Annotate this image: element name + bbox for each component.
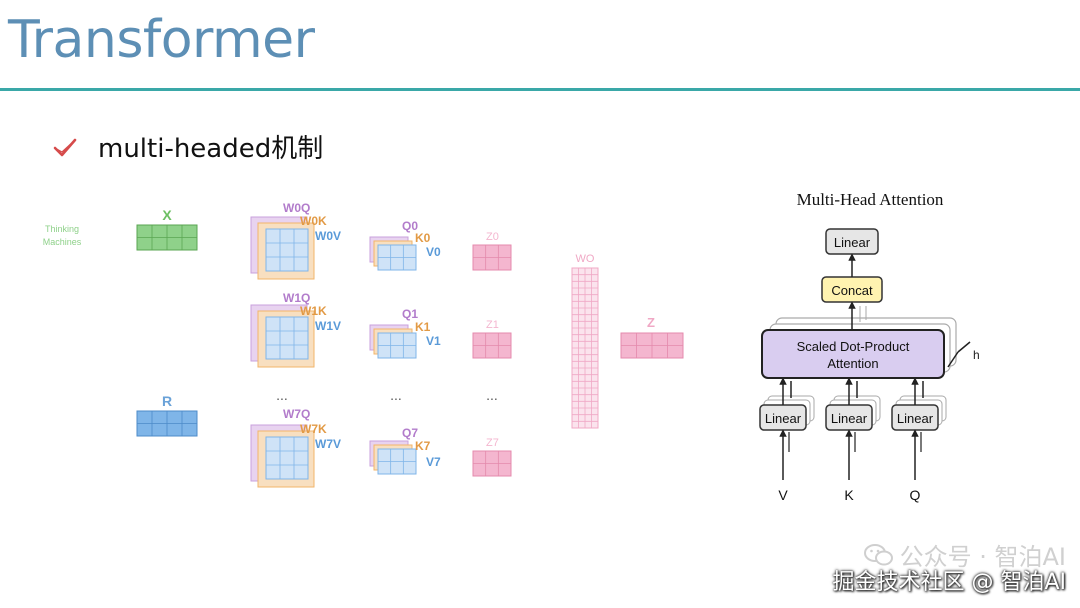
k0-label: K0	[415, 231, 431, 245]
multihead-matrix-diagram: Thinking Machines X R W0Q W0K W0V Q0 K0 …	[43, 201, 684, 488]
w1q-label: W1Q	[283, 291, 310, 305]
z-matrix	[620, 332, 684, 359]
sdpa-label-line1: Scaled Dot-Product	[797, 339, 910, 354]
z-label: Z	[647, 315, 655, 330]
multihead-attention-diagram: Multi-Head Attention Linear Concat Scale…	[759, 190, 980, 503]
z1-matrix	[472, 332, 512, 359]
qkv-stack-1	[369, 324, 417, 359]
w1k-label: W1K	[300, 304, 327, 318]
ellipsis-qkv: ...	[390, 387, 402, 403]
z7-matrix	[472, 450, 512, 477]
concat-label: Concat	[831, 283, 873, 298]
z0-label: Z0	[486, 231, 499, 243]
k7-label: K7	[415, 439, 431, 453]
linear-k-label: Linear	[831, 411, 868, 426]
check-icon	[53, 138, 77, 156]
r-matrix	[136, 410, 198, 437]
slide-title: Transformer	[8, 10, 315, 70]
head-7: W7Q W7K W7V Q7 K7 V7 Z7	[250, 407, 512, 488]
wo-matrix	[571, 267, 599, 429]
z1-label: Z1	[486, 319, 499, 331]
linear-stack-v: Linear	[759, 395, 815, 431]
z0-matrix	[472, 244, 512, 271]
watermark-line2: 掘金技术社区 @ 智泊AI	[832, 570, 1066, 595]
v0-label: V0	[426, 245, 441, 259]
x-matrix	[136, 224, 198, 251]
linear-v-label: Linear	[765, 411, 802, 426]
x-matrix-label: X	[162, 207, 172, 223]
input-label-thinking: Thinking	[45, 224, 79, 234]
w1v-label: W1V	[315, 319, 341, 333]
ellipsis-weights: ...	[276, 387, 288, 403]
linear-top-label: Linear	[834, 235, 871, 250]
watermark: 公众号 · 智泊AI 掘金技术社区 @ 智泊AI	[832, 537, 1066, 596]
weight-stack-7	[250, 424, 315, 488]
r-matrix-label: R	[162, 393, 172, 409]
title-divider	[0, 88, 1080, 91]
linear-stack-k: Linear	[825, 395, 881, 431]
qkv-stack-7	[369, 440, 417, 475]
weight-stack-0	[250, 216, 315, 280]
input-q: Q	[910, 487, 921, 503]
linear-q-label: Linear	[897, 411, 934, 426]
q1-label: Q1	[402, 307, 418, 321]
bullet-item: multi-headed机制	[52, 128, 323, 165]
w0q-label: W0Q	[283, 201, 310, 215]
input-v: V	[778, 487, 788, 503]
q7-label: Q7	[402, 426, 418, 440]
input-label-machines: Machines	[43, 237, 82, 247]
input-k: K	[844, 487, 854, 503]
wo-label: WO	[576, 253, 595, 265]
w7k-label: W7K	[300, 422, 327, 436]
linear-stack-q: Linear	[891, 395, 947, 431]
w7v-label: W7V	[315, 437, 341, 451]
sdpa-box	[761, 329, 945, 379]
v1-label: V1	[426, 334, 441, 348]
weight-stack-1	[250, 304, 315, 368]
watermark-line1: 公众号 · 智泊AI	[899, 543, 1066, 571]
bullet-text: multi-headed机制	[98, 134, 324, 164]
h-label: h	[973, 348, 980, 362]
w0k-label: W0K	[300, 214, 327, 228]
mha-title: Multi-Head Attention	[797, 190, 944, 209]
head-1: W1Q W1K W1V Q1 K1 V1 Z1	[250, 291, 512, 368]
wechat-icon	[863, 543, 893, 565]
sdpa-label-line2: Attention	[827, 356, 878, 371]
w7q-label: W7Q	[283, 407, 310, 421]
qkv-stack-0	[369, 236, 417, 271]
w0v-label: W0V	[315, 229, 341, 243]
k1-label: K1	[415, 320, 431, 334]
v7-label: V7	[426, 455, 441, 469]
head-0: W0Q W0K W0V Q0 K0 V0 Z0	[250, 201, 512, 280]
ellipsis-z: ...	[486, 387, 498, 403]
z7-label: Z7	[486, 437, 499, 449]
q0-label: Q0	[402, 219, 418, 233]
